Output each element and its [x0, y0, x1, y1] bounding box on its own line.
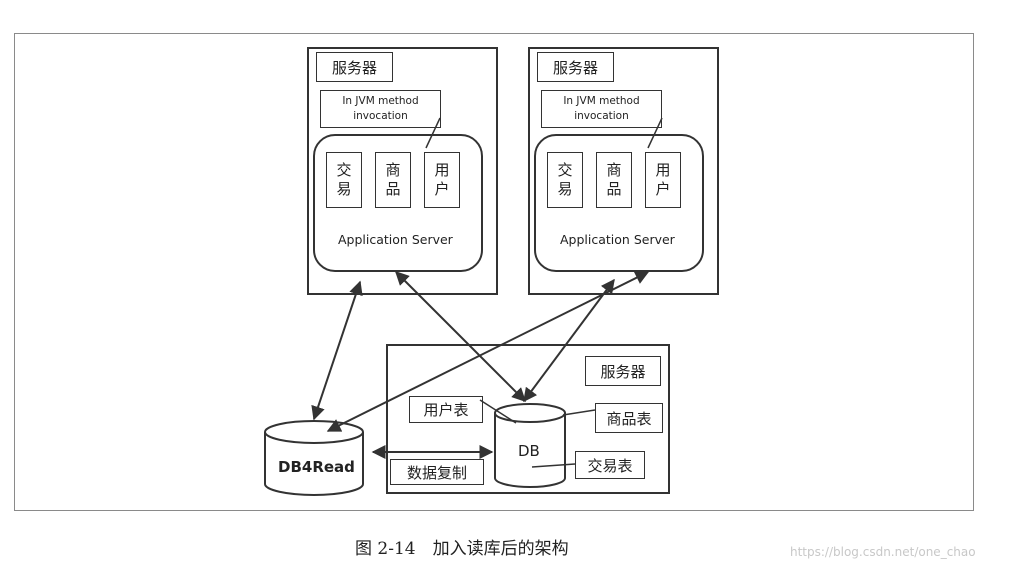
server-1-jvm-note: In JVM method invocation — [320, 90, 441, 128]
server-1-app-label: Application Server — [338, 232, 453, 247]
product-table-leader — [562, 409, 596, 416]
server-2-module-user: 用户 — [645, 152, 681, 208]
db4read-cylinder-icon — [264, 420, 364, 496]
server-2-title: 服务器 — [537, 52, 614, 82]
arrow-server1-db — [395, 271, 526, 402]
db4read-label: DB4Read — [278, 458, 355, 476]
replication-label: 数据复制 — [390, 459, 484, 485]
server-2-module-product: 商品 — [596, 152, 632, 208]
figure-frame — [14, 33, 974, 511]
trade-table-leader — [531, 463, 576, 468]
server-2-note-leader — [647, 117, 663, 149]
arrow-server2-db — [523, 278, 615, 403]
server-1-module-product: 商品 — [375, 152, 411, 208]
figure-caption: 图 2-14 加入读库后的架构 — [355, 539, 569, 559]
server-1-module-trade: 交易 — [326, 152, 362, 208]
table-trade: 交易表 — [575, 451, 645, 479]
server-2-app-label: Application Server — [560, 232, 675, 247]
server-1-module-user: 用户 — [424, 152, 460, 208]
server-2-app-server — [534, 134, 704, 272]
server-2-module-trade: 交易 — [547, 152, 583, 208]
server-1-app-server — [313, 134, 483, 272]
arrow-server1-db4read — [311, 280, 363, 421]
server-1-note-leader — [425, 117, 441, 149]
db-label: DB — [518, 442, 540, 460]
server-1-title: 服务器 — [316, 52, 393, 82]
server-2-jvm-note: In JVM method invocation — [541, 90, 662, 128]
watermark: https://blog.csdn.net/one_chao — [790, 545, 976, 559]
arrow-server2-db4read — [326, 271, 650, 432]
